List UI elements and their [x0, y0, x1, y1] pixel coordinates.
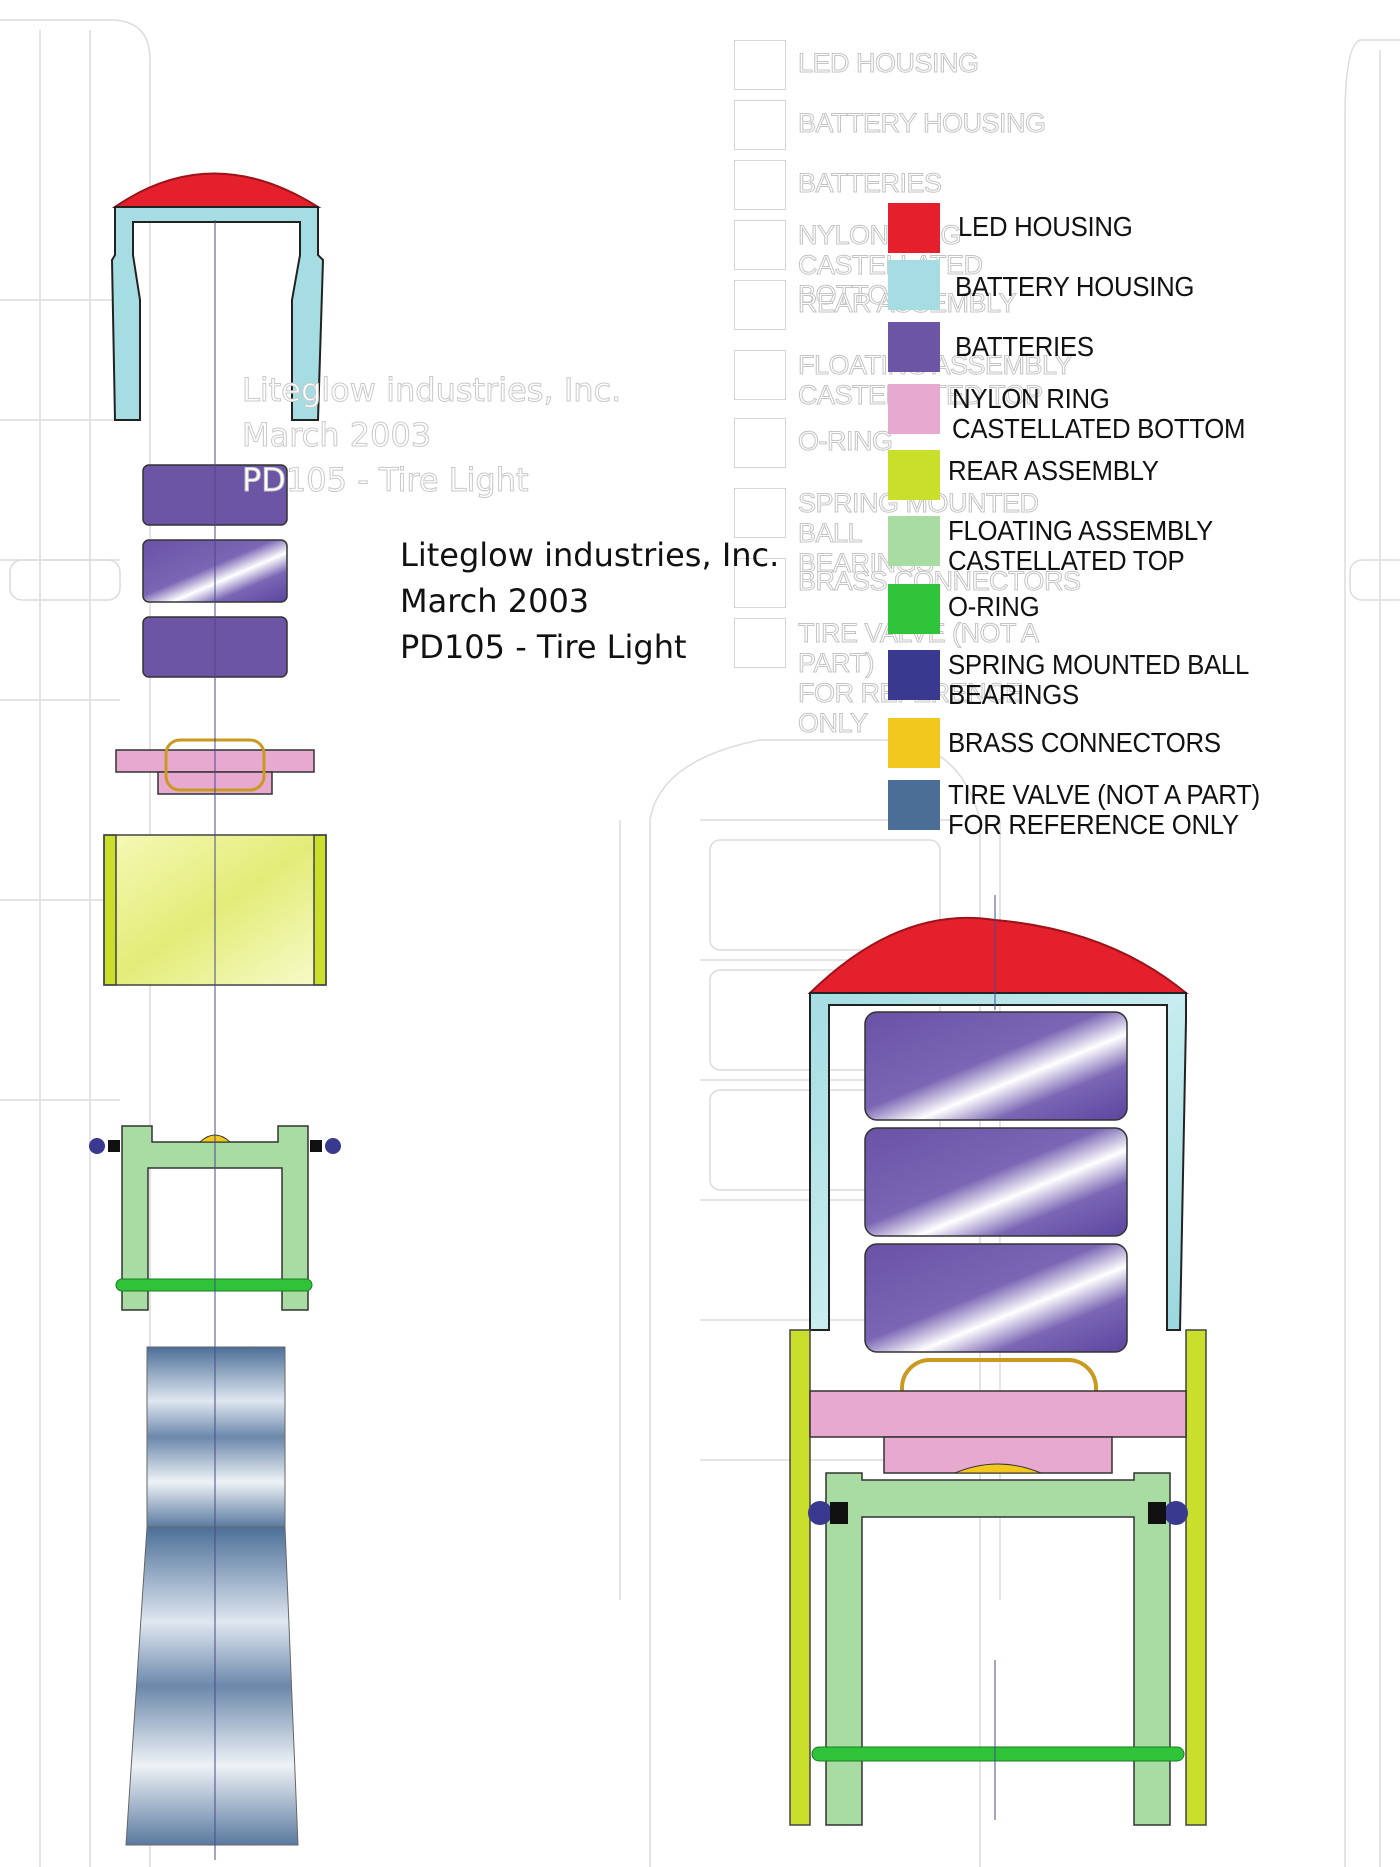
ghost-legend-row: BATTERIES: [734, 160, 1074, 212]
ball-bearings-swatch: [888, 650, 940, 700]
floating-assembly-swatch: [888, 516, 940, 566]
title-block: Liteglow industries, Inc. March 2003 PD1…: [400, 532, 779, 670]
ghost-legend-label: BATTERY HOUSING: [798, 108, 1047, 139]
part-number: PD105 - Tire Light: [400, 628, 687, 666]
ghost-legend-row: BATTERY HOUSING: [734, 100, 1074, 152]
legend-label: BATTERIES: [955, 331, 1094, 362]
legend-label: TIRE VALVE (NOT A PART) FOR REFERENCE ON…: [948, 779, 1260, 840]
exploded-view: [89, 172, 341, 1860]
ghost-title-line3: PD105 - Tire Light: [241, 461, 529, 500]
legend-label: FLOATING ASSEMBLY CASTELLATED TOP: [948, 515, 1213, 576]
legend-label: LED HOUSING: [958, 211, 1133, 242]
ghost-swatch: [734, 100, 786, 150]
assembled-view: [789, 895, 1207, 1826]
ghost-swatch: [734, 280, 786, 330]
tire-valve-swatch: [888, 780, 940, 830]
ghost-swatch: [734, 488, 786, 538]
ghost-swatch: [734, 558, 786, 608]
nylon-ring-swatch: [888, 384, 940, 434]
ghost-swatch: [734, 418, 786, 468]
ghost-legend-row: LED HOUSING: [734, 40, 1074, 92]
ghost-title-line1: Liteglow industries, Inc.: [241, 371, 622, 410]
rear-assembly-swatch: [888, 450, 940, 500]
tire-valve-part: [125, 1346, 299, 1846]
legend-label: NYLON RING CASTELLATED BOTTOM: [952, 383, 1246, 444]
ghost-swatch: [734, 350, 786, 400]
ghost-swatch: [734, 40, 786, 90]
ghost-legend-row: O-RING: [734, 418, 1074, 470]
battery-housing-swatch: [888, 260, 940, 310]
company-name: Liteglow industries, Inc.: [400, 536, 780, 574]
ghost-legend-label: BATTERIES: [798, 168, 943, 199]
legend-label: BRASS CONNECTORS: [948, 727, 1221, 758]
ghost-swatch: [734, 618, 786, 668]
ghost-swatch: [734, 220, 786, 270]
brass-connectors-swatch: [888, 718, 940, 768]
ghost-swatch: [734, 160, 786, 210]
o-ring-swatch: [888, 584, 940, 634]
ghost-title-line2: March 2003: [241, 416, 432, 455]
legend-label: SPRING MOUNTED BALL BEARINGS: [948, 649, 1250, 710]
legend-label: O-RING: [948, 591, 1040, 622]
led-housing-part: [110, 172, 325, 421]
legend-label: BATTERY HOUSING: [955, 271, 1195, 302]
batteries-swatch: [888, 322, 940, 372]
ghost-legend-label: LED HOUSING: [798, 48, 980, 79]
led-housing-swatch: [888, 203, 940, 253]
ghost-title-block: Liteglow industries, Inc. March 2003 PD1…: [241, 368, 622, 503]
drawing-date: March 2003: [400, 582, 590, 620]
legend-label: REAR ASSEMBLY: [948, 455, 1159, 486]
ghost-legend-label: O-RING: [798, 426, 894, 457]
